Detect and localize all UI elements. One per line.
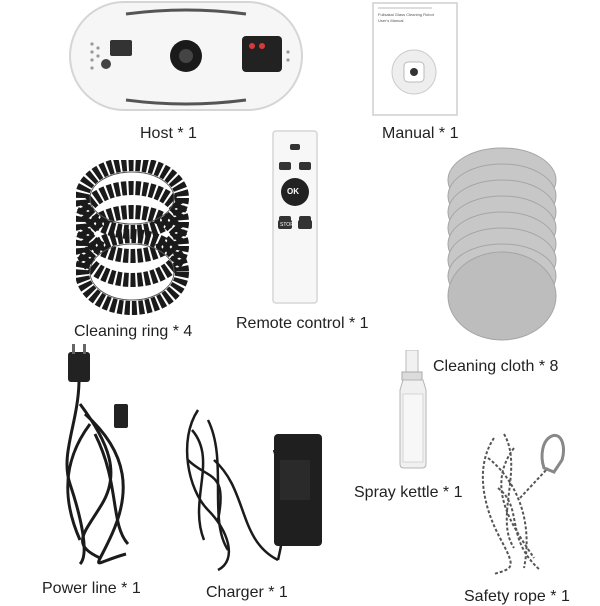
power-cord-icon	[65, 344, 130, 566]
manual-booklet-icon	[372, 2, 458, 116]
cloths-label: Cleaning cloth * 8	[433, 358, 559, 375]
rope-label: Safety rope * 1	[464, 588, 570, 605]
manual-title: Fullsakai Glass Cleaning Robot	[378, 12, 434, 17]
charger-label: Charger * 1	[206, 584, 288, 601]
power-line	[50, 344, 150, 574]
safety-rope-icon	[481, 433, 566, 575]
remote-ok-button: OK	[287, 187, 299, 196]
remote-control: OK STOP	[272, 130, 318, 304]
remote-stop-button: STOP	[280, 222, 294, 228]
power-line-label: Power line * 1	[42, 580, 141, 597]
manual-booklet: Fullsakai Glass Cleaning Robot User's Ma…	[372, 2, 458, 116]
charger	[178, 400, 328, 580]
cleaning-cloths	[444, 144, 558, 344]
remote-control-icon	[272, 130, 318, 304]
safety-rope	[474, 428, 568, 578]
rings-label: Cleaning ring * 4	[74, 323, 193, 340]
cleaning-rings	[76, 160, 190, 320]
window-cleaning-robot-icon	[69, 1, 303, 111]
cleaning-cloth-icon	[447, 147, 557, 341]
spray-bottle-icon	[399, 350, 427, 469]
manual-subtitle: User's Manual	[378, 18, 404, 23]
cleaning-ring-icon	[76, 160, 189, 315]
host-label: Host * 1	[140, 125, 197, 142]
spray-label: Spray kettle * 1	[354, 484, 463, 501]
charger-adapter-icon	[185, 409, 322, 572]
remote-label: Remote control * 1	[236, 315, 369, 332]
spray-kettle	[394, 350, 432, 470]
manual-label: Manual * 1	[382, 125, 459, 142]
host-robot	[66, 0, 306, 116]
